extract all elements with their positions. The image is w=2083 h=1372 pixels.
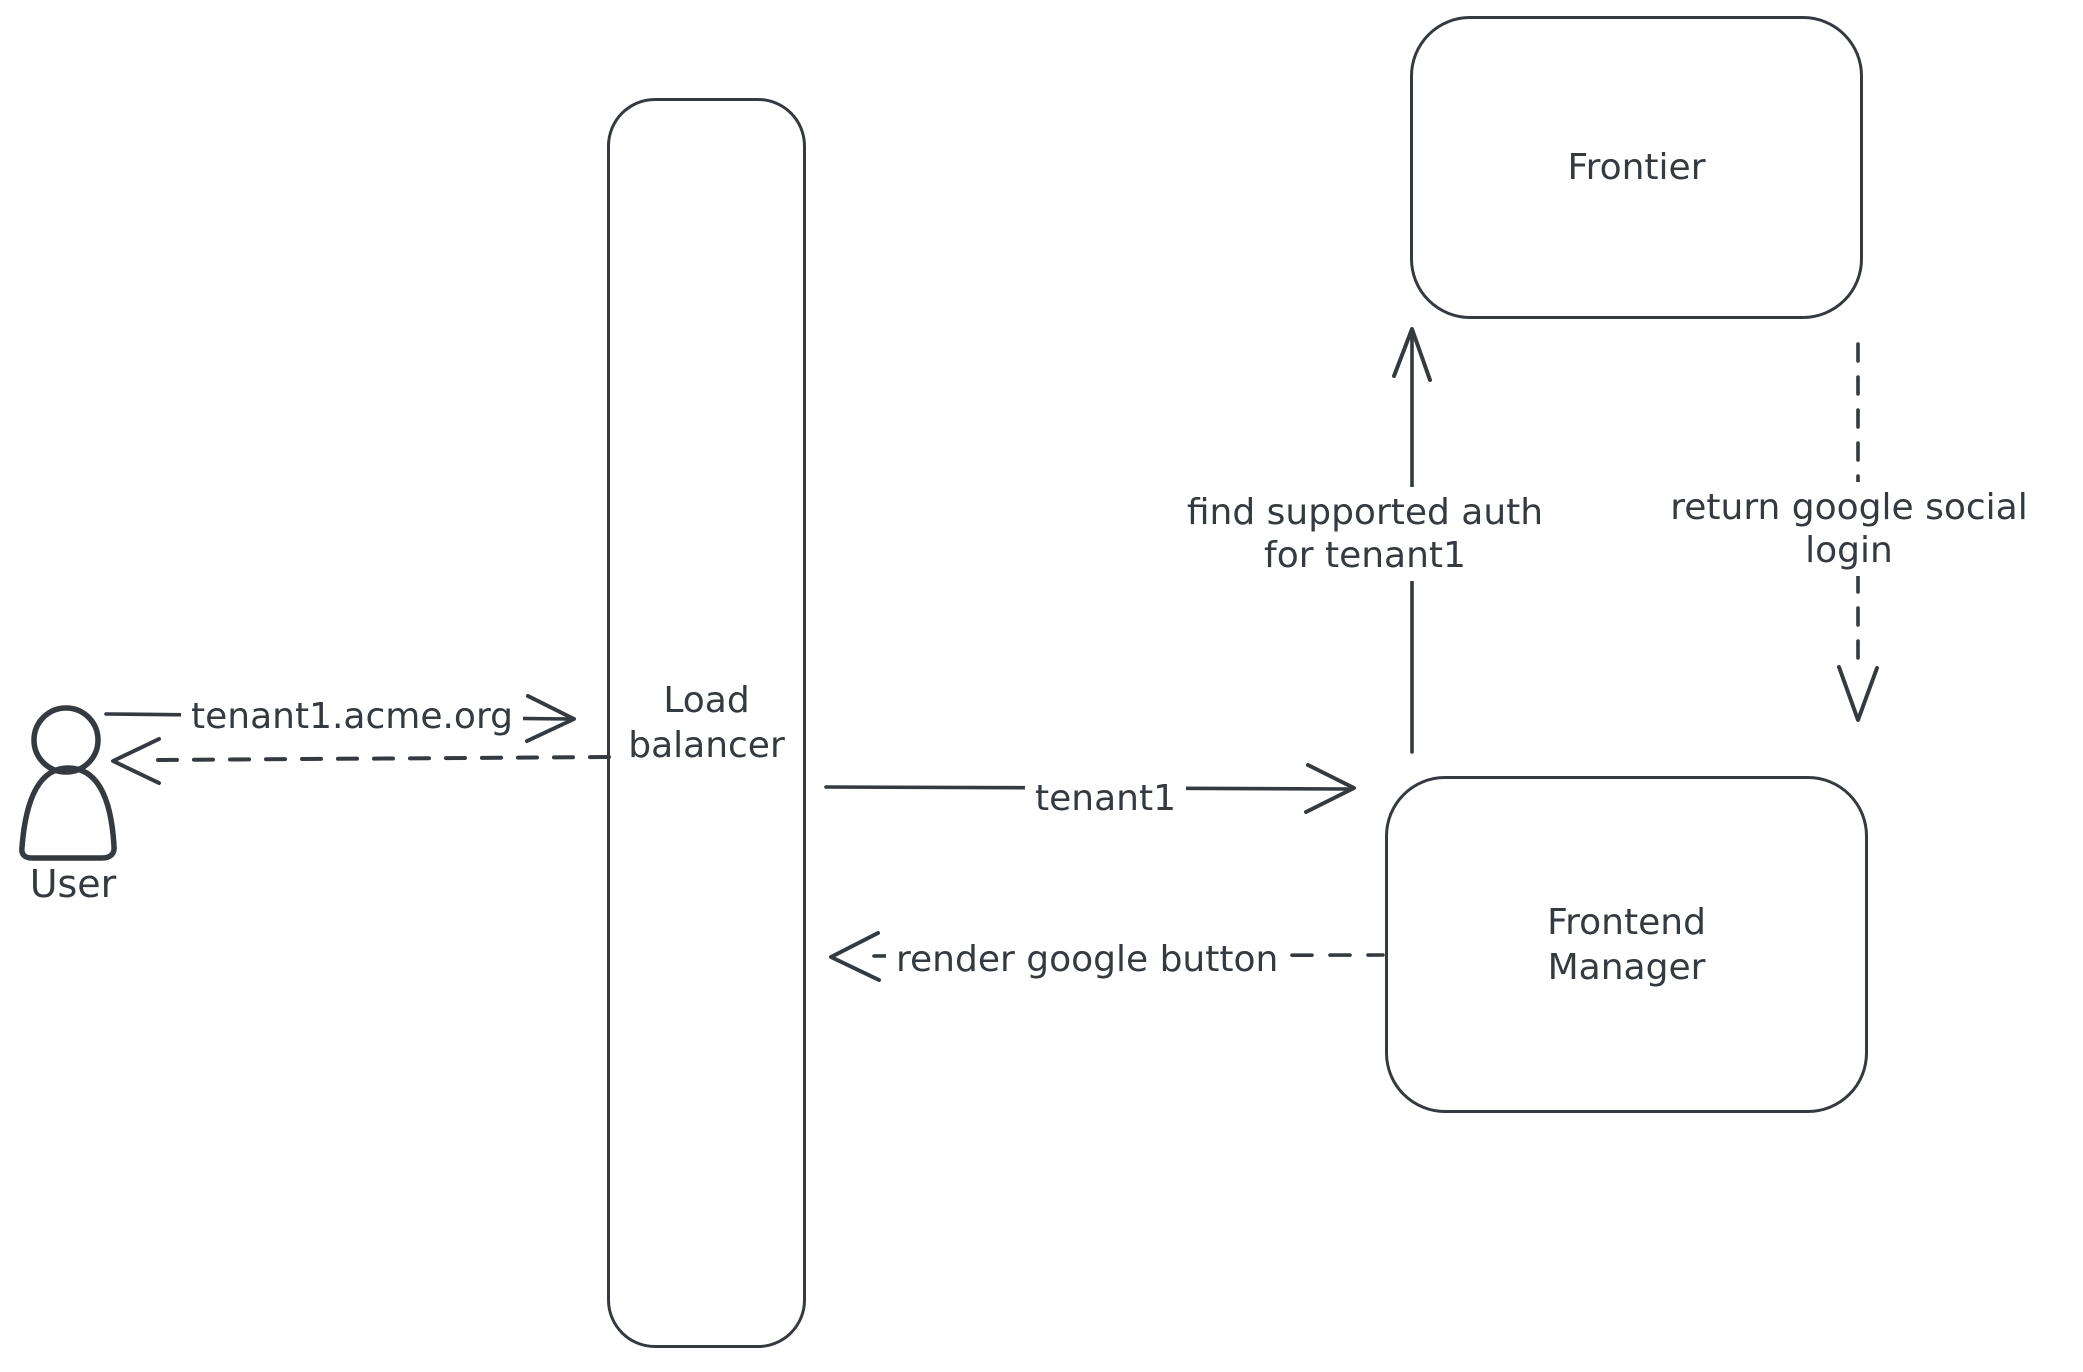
arrow-label-return-google-social-login-line2: login [1805, 530, 1893, 572]
arrowhead-left-icon [829, 931, 881, 982]
node-frontier-label: Frontier [1567, 147, 1706, 188]
node-load-balancer-label: Load balancer [628, 680, 785, 766]
user-head-shape [31, 705, 101, 775]
arrowhead-up-icon [1392, 327, 1432, 382]
arrow-label-render-google-button: render google button [886, 936, 1289, 984]
arrow-label-find-supported-auth-line2: for tenant1 [1264, 535, 1466, 577]
arrow-return-google-social-login [1837, 342, 1879, 722]
node-frontend-manager: Frontend Manager [1385, 776, 1868, 1113]
arrow-label-return-google-social-login-line1: return google social [1670, 487, 2028, 528]
user-actor-label: User [29, 862, 117, 906]
arrow-response-to-user [111, 737, 612, 785]
arrow-label-tenant1: tenant1 [1025, 775, 1186, 823]
user-icon [19, 705, 117, 861]
arrow-label-find-supported-auth: find supported auth for tenant1 [1105, 487, 1625, 582]
node-frontier: Frontier [1410, 16, 1863, 319]
arrow-label-tenant1-acme-org: tenant1.acme.org [181, 693, 523, 741]
arrow-label-return-google-social-login: return google social login [1620, 482, 2078, 577]
node-frontend-manager-label: Frontend Manager [1547, 901, 1706, 988]
arrowhead-down-icon [1837, 665, 1879, 722]
user-body-shape [19, 765, 117, 861]
arrowhead-left-icon [111, 737, 161, 785]
arrow-label-find-supported-auth-line1: find supported auth [1186, 492, 1544, 533]
node-load-balancer: Load balancer [607, 98, 806, 1348]
arrowhead-right-icon [525, 694, 576, 743]
arrowhead-right-icon [1304, 763, 1356, 814]
